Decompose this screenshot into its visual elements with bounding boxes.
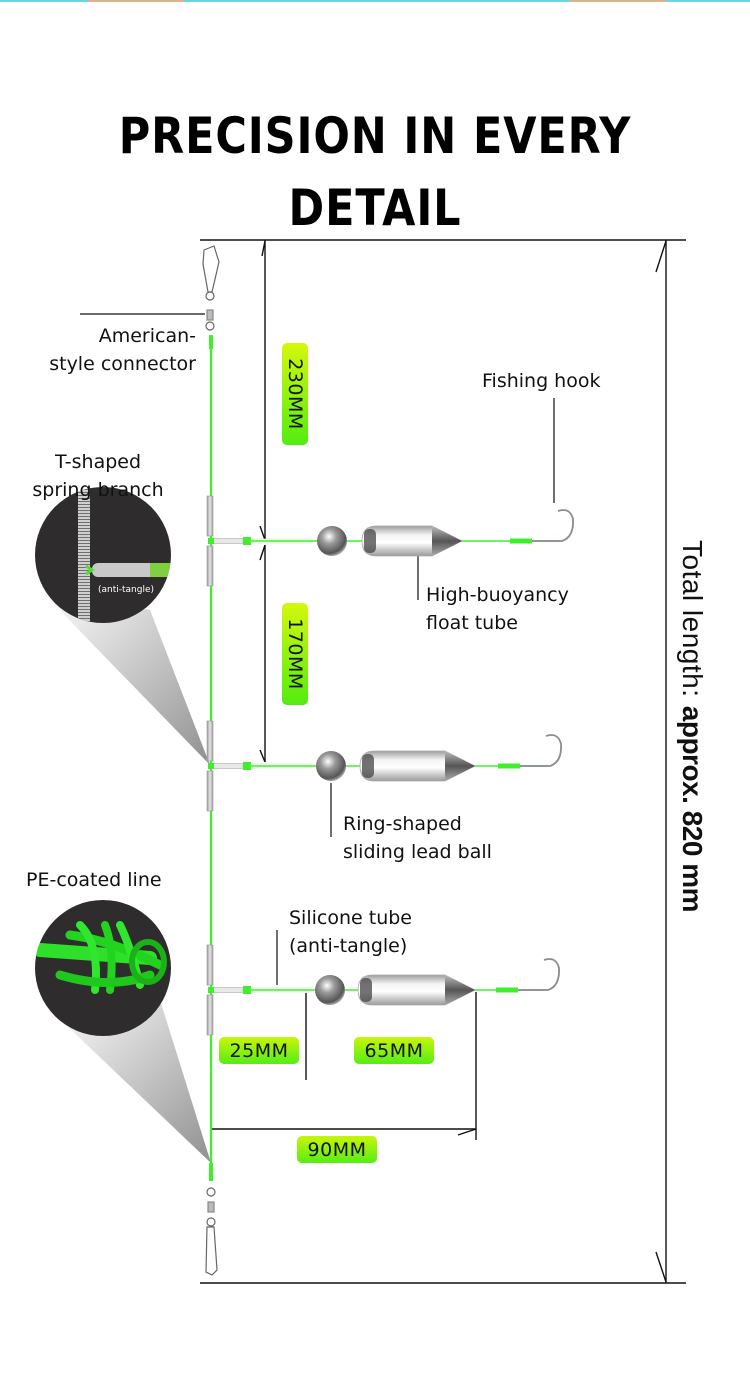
hook-sleeve bbox=[496, 987, 518, 993]
callout-float-tube: High-buoyancy float tube bbox=[426, 581, 569, 637]
dim-90-arrow bbox=[457, 1128, 477, 1136]
branch-crimp bbox=[243, 762, 251, 770]
total-length-value: approx. 820 mm bbox=[677, 705, 708, 912]
float-tube-tip bbox=[432, 526, 462, 556]
callout-lead-ball: Ring-shaped sliding lead ball bbox=[343, 810, 492, 866]
main-line-sleeve-bottom bbox=[209, 1163, 213, 1181]
top-strip-accent bbox=[570, 0, 666, 2]
callout-text: Ring-shaped bbox=[343, 813, 462, 835]
spring-arm bbox=[212, 763, 244, 769]
hook-sleeve bbox=[498, 763, 520, 769]
callout-pe-line: PE-coated line bbox=[26, 869, 162, 891]
callout-text: (anti-tangle) bbox=[289, 935, 408, 957]
dim-230-arrow bbox=[261, 240, 266, 257]
t-spring-branch-icon bbox=[206, 770, 214, 812]
dimension-lines bbox=[200, 239, 686, 1284]
badge-90mm: 90MM bbox=[297, 1136, 377, 1163]
main-line-sleeve-top bbox=[209, 335, 213, 349]
total-length-label: Total length: approx. 820 mm bbox=[668, 540, 708, 940]
spring-branch-inset: (anti-tangle) bbox=[35, 487, 171, 623]
branch-assembly bbox=[206, 944, 560, 1036]
total-arrow-bottom bbox=[655, 1251, 667, 1283]
dim-170-arrow-top bbox=[259, 544, 266, 561]
t-spring-branch-icon bbox=[206, 944, 214, 986]
float-tube-cap bbox=[364, 529, 376, 553]
dim-230-arrow-bottom bbox=[259, 525, 266, 541]
callout-text: float tube bbox=[426, 612, 518, 634]
float-tube-tip bbox=[445, 975, 475, 1005]
float-tube-tip bbox=[445, 751, 475, 781]
branch-assembly bbox=[206, 495, 574, 587]
badge-65mm: 65MM bbox=[354, 1037, 434, 1064]
badge-text: 170MM bbox=[284, 618, 306, 690]
fishing-hook-icon bbox=[520, 734, 562, 767]
callout-american-connector: American- style connector bbox=[20, 322, 196, 378]
badge-170mm: 170MM bbox=[282, 603, 308, 705]
t-spring-branch-icon bbox=[206, 720, 214, 762]
float-tube-cap bbox=[360, 978, 372, 1002]
badge-25mm: 25MM bbox=[219, 1037, 299, 1064]
top-strip bbox=[0, 0, 750, 2]
branch-crimp bbox=[243, 537, 251, 545]
top-strip-accent bbox=[88, 0, 184, 2]
badge-text: 230MM bbox=[284, 358, 306, 430]
callout-text: Silicone tube bbox=[289, 907, 412, 929]
callout-text: American- bbox=[98, 325, 196, 347]
t-spring-branch-icon bbox=[206, 545, 214, 587]
branch-knot bbox=[208, 538, 214, 544]
magnifier-cone-pe-line bbox=[45, 1000, 211, 1163]
t-spring-branch-icon bbox=[206, 495, 214, 537]
callout-text: High-buoyancy bbox=[426, 584, 569, 606]
t-spring-branch-icon bbox=[206, 994, 214, 1036]
branch-assembly bbox=[206, 720, 562, 812]
callout-text: T-shaped bbox=[54, 451, 142, 473]
dim-170-arrow-bottom bbox=[259, 749, 266, 763]
page-title: PRECISION IN EVERY DETAIL bbox=[118, 107, 632, 237]
callout-fishing-hook: Fishing hook bbox=[482, 370, 601, 392]
spring-arm bbox=[212, 987, 244, 993]
hook-sleeve bbox=[510, 538, 532, 544]
spring-arm bbox=[212, 538, 244, 544]
lead-ball-icon bbox=[315, 975, 345, 1005]
callout-text: spring branch bbox=[32, 479, 164, 501]
callout-t-spring-branch: T-shaped spring branch bbox=[10, 448, 186, 504]
branch-knot bbox=[208, 763, 214, 769]
branch-knot bbox=[208, 987, 214, 993]
pe-line-inset bbox=[35, 900, 171, 1036]
badge-230mm: 230MM bbox=[282, 343, 308, 445]
float-tube-cap bbox=[362, 754, 374, 778]
branch-crimp bbox=[243, 986, 251, 994]
lead-ball-icon bbox=[317, 526, 347, 556]
spring-inset-note: (anti-tangle) bbox=[98, 585, 154, 595]
fishing-hook-icon bbox=[518, 958, 560, 991]
total-arrow-top bbox=[655, 240, 667, 273]
callout-silicone-tube: Silicone tube (anti-tangle) bbox=[289, 904, 412, 960]
lead-ball-icon bbox=[316, 751, 346, 781]
snap-swivel-icon-top bbox=[202, 245, 220, 331]
total-length-prefix: Total length: bbox=[677, 540, 708, 698]
callout-text: style connector bbox=[49, 353, 196, 375]
callout-text: sliding lead ball bbox=[343, 841, 492, 863]
snap-swivel-icon-bottom bbox=[205, 1187, 218, 1276]
fishing-hook-icon bbox=[532, 509, 574, 542]
magnifier-cone-spring bbox=[40, 590, 210, 765]
